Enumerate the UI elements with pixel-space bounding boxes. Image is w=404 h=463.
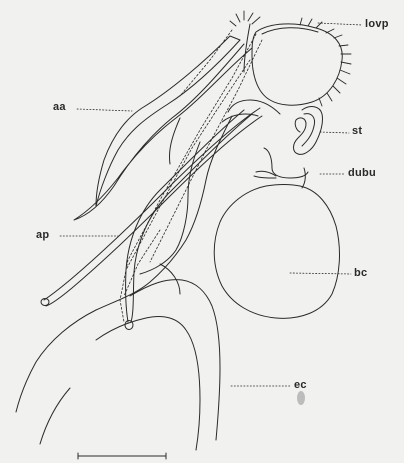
leader-aa	[77, 109, 132, 111]
apodemes	[41, 36, 280, 330]
label-ap: ap	[36, 229, 49, 241]
bristles	[230, 11, 351, 106]
leader-bc	[290, 273, 351, 274]
bursa-copulatrix	[214, 185, 339, 319]
body-outline	[16, 116, 232, 450]
scale-bar	[78, 453, 166, 459]
label-aa: aa	[53, 101, 66, 113]
smudge	[297, 391, 305, 405]
sternite	[294, 107, 323, 155]
label-dubu: dubu	[348, 167, 376, 179]
label-lovp: lovp	[365, 18, 389, 30]
label-bc: bc	[354, 267, 367, 279]
leader-st	[320, 132, 349, 133]
leader-lines	[60, 23, 362, 386]
leader-lovp	[318, 23, 362, 25]
label-st: st	[352, 125, 362, 137]
label-ec: ec	[294, 379, 307, 391]
